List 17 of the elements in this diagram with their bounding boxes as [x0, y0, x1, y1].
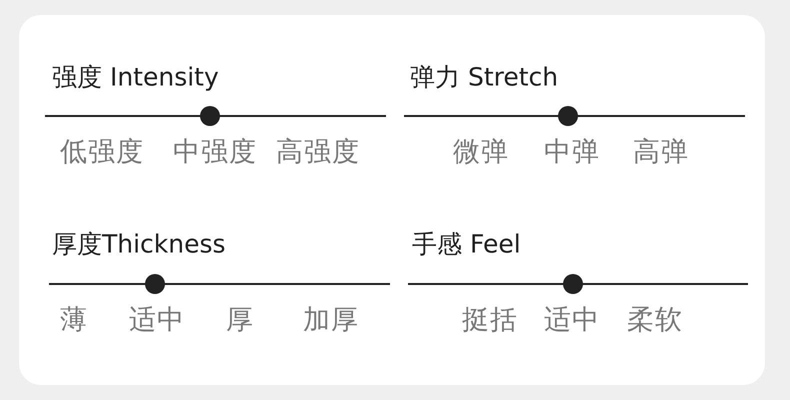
scale-label: 高弹 — [633, 138, 689, 166]
scale-label: 适中 — [544, 306, 600, 334]
scale-label: 中强度 — [173, 138, 257, 166]
scale-label: 低强度 — [60, 138, 144, 166]
scale-label: 适中 — [129, 306, 185, 334]
scale-heading: 手感 Feel — [412, 232, 521, 256]
scale-heading: 强度 Intensity — [52, 64, 219, 90]
scale-label: 中弹 — [544, 138, 600, 166]
scale-label: 薄 — [60, 306, 88, 334]
scale-label: 挺括 — [462, 306, 518, 334]
scale-heading: 弹力 Stretch — [410, 64, 558, 90]
scale-label: 加厚 — [303, 306, 359, 334]
scale-heading: 厚度Thickness — [52, 232, 226, 256]
scale-label: 厚 — [226, 306, 254, 334]
scale-label: 微弹 — [453, 138, 509, 166]
scale-label: 柔软 — [627, 306, 683, 334]
scale-label: 高强度 — [276, 138, 360, 166]
